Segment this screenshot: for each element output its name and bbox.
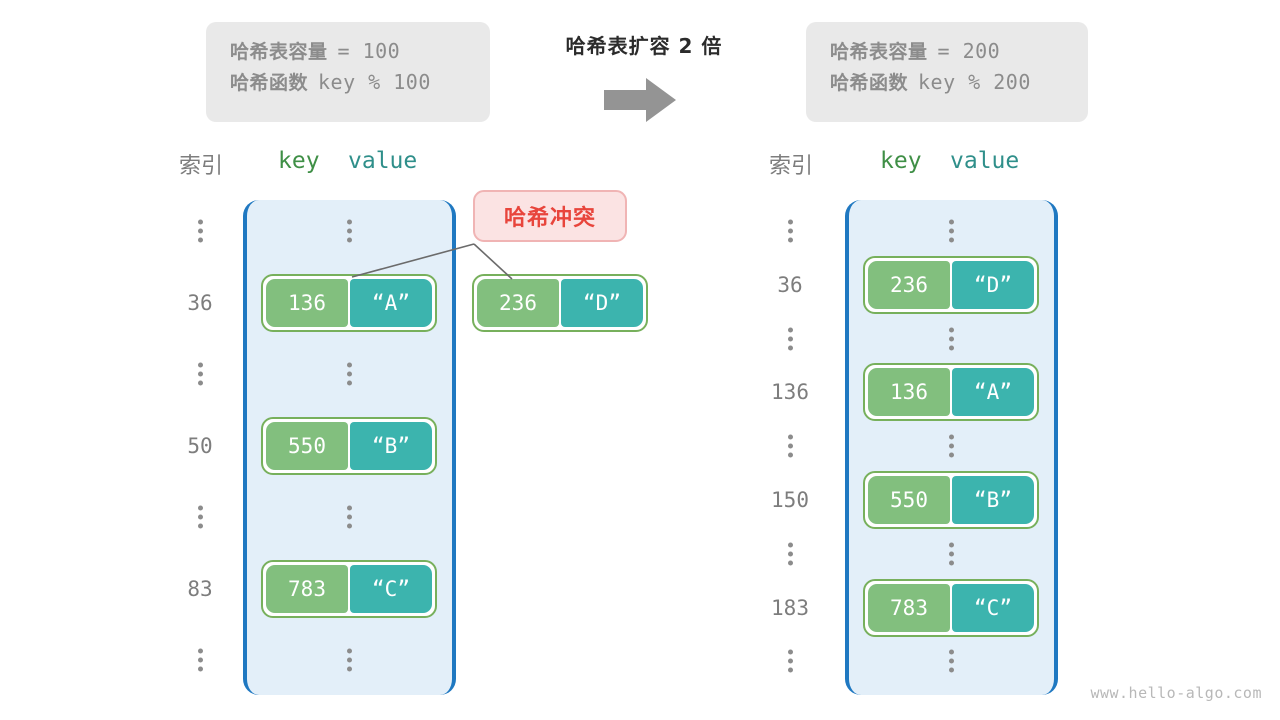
index-ellipsis [785,219,795,243]
colliding-pair-cell: 236 “D” [472,274,648,332]
bucket-ellipsis [344,219,354,243]
capacity-label-right: 哈希表容量 [830,41,928,63]
index-ellipsis [195,648,205,672]
bucket-value: “C” [350,564,432,613]
bucket-value: “C” [952,583,1034,632]
bucket-pair-cell: 136“A” [261,273,437,332]
bucket-key: 136 [266,278,348,327]
function-line-left: 哈希函数 key % 100 [230,67,466,98]
header-index-left: 索引 [178,154,223,179]
index-ellipsis [785,327,795,351]
index-ellipsis [195,219,205,243]
bucket-pair-cell: 136“A” [863,363,1039,422]
index-ellipsis [785,542,795,566]
capacity-line-left: 哈希表容量 = 100 [230,36,466,67]
bucket-pair-cell: 783“C” [863,578,1039,637]
right-arrow-icon [604,78,676,126]
bucket-key: 550 [266,421,348,470]
bucket-value: “B” [350,421,432,470]
index-label: 83 [187,576,213,601]
index-ellipsis [785,649,795,673]
header-key-left: key [278,148,320,174]
bucket-key: 783 [266,564,348,613]
index-label: 50 [187,433,213,458]
expand-caption: 哈希表扩容 2 倍 [565,34,723,58]
bucket-ellipsis [344,362,354,386]
colliding-pair-key: 236 [477,279,559,327]
bucket-pair-cell: 550“B” [863,471,1039,529]
function-label-right: 哈希函数 [830,71,909,94]
capacity-value-left: = 100 [337,39,401,63]
index-ellipsis [195,505,205,529]
bucket-key: 783 [868,583,950,632]
bucket-key: 236 [868,260,950,309]
index-label: 150 [771,488,809,512]
bucket-ellipsis [344,648,354,672]
index-label: 136 [771,380,809,405]
watermark: www.hello-algo.com [1090,684,1262,702]
bucket-ellipsis [946,219,956,243]
bucket-key: 136 [868,368,950,417]
function-value-right: key % 200 [918,69,1031,94]
index-ellipsis [195,362,205,386]
function-label-left: 哈希函数 [230,71,309,94]
hash-config-box-left: 哈希表容量 = 100 哈希函数 key % 100 [206,22,490,122]
index-label: 36 [777,272,803,297]
capacity-label-left: 哈希表容量 [230,41,328,63]
bucket-pair-cell: 550“B” [261,416,437,475]
index-label: 183 [771,595,809,620]
capacity-value-right: = 200 [937,39,1001,63]
bucket-ellipsis [946,649,956,673]
header-key-right: key [880,148,922,174]
function-line-right: 哈希函数 key % 200 [830,67,1064,98]
bucket-pair-cell: 236“D” [863,255,1039,314]
bucket-value: “A” [350,278,432,327]
bucket-value: “D” [952,260,1034,309]
index-label: 36 [187,290,213,315]
capacity-line-right: 哈希表容量 = 200 [830,36,1064,67]
bucket-ellipsis [946,434,956,458]
function-value-left: key % 100 [318,69,431,94]
bucket-key: 550 [868,476,950,524]
hash-config-box-right: 哈希表容量 = 200 哈希函数 key % 200 [806,22,1088,122]
collision-badge: 哈希冲突 [473,190,627,242]
header-value-left: value [348,148,418,174]
header-index-right: 索引 [768,154,813,179]
bucket-value: “A” [952,368,1034,417]
index-ellipsis [785,434,795,458]
bucket-ellipsis [946,327,956,351]
bucket-pair-cell: 783“C” [261,559,437,618]
bucket-ellipsis [344,505,354,529]
colliding-pair-value: “D” [561,279,643,327]
header-value-right: value [950,148,1020,174]
bucket-ellipsis [946,542,956,566]
bucket-value: “B” [952,476,1034,524]
